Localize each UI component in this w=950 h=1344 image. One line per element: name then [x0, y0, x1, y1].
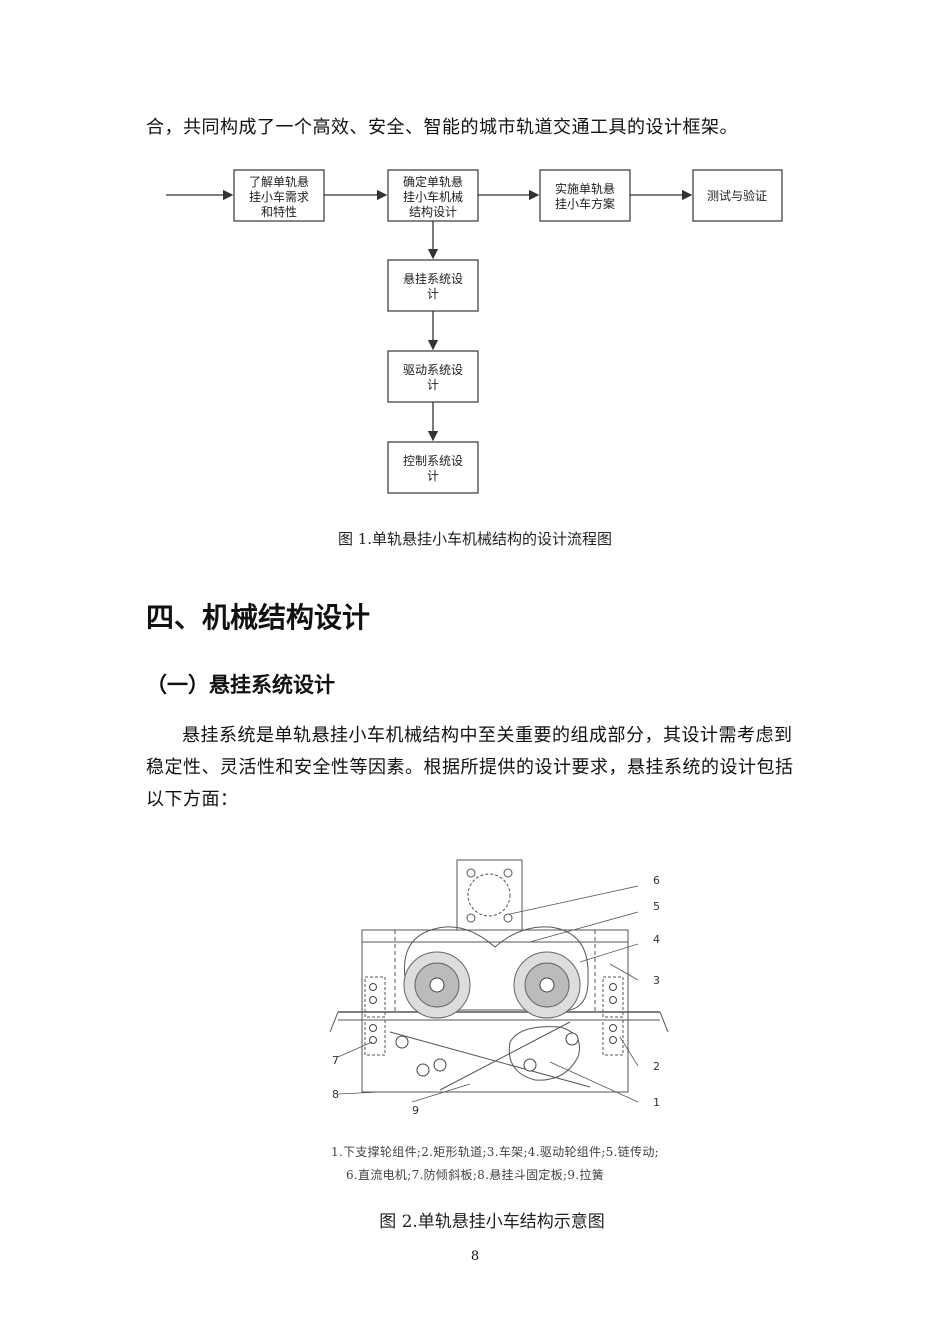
flow-box5-line2: 计 [427, 287, 439, 301]
figure2-legend-line1: 1.下支撑轮组件;2.矩形轨道;3.车架;4.驱动轮组件;5.链传动; [331, 1145, 659, 1159]
lower-support [508, 1026, 580, 1081]
figure2-caption: 图 2.单轨悬挂小车结构示意图 [379, 1212, 605, 1232]
flow-box5-line1: 悬挂系统设 [403, 272, 463, 286]
callout-2: 2 [653, 1060, 660, 1073]
drive-wheel-left [403, 951, 471, 1019]
trolley-structure-drawing: 6 5 4 3 2 1 7 8 9 [329, 859, 669, 1117]
flow-box2-line1: 确定单轨悬 [403, 174, 463, 189]
callout-8: 8 [332, 1088, 339, 1101]
frame [361, 929, 629, 1093]
callout-3: 3 [653, 974, 660, 987]
callout-7: 7 [332, 1054, 339, 1067]
design-flowchart: 了解单轨悬 挂小车需求 和特性 确定单轨悬 挂小车机械 结构设计 实施单轨悬 挂… [166, 169, 783, 494]
flow-box7-line1: 控制系统设 [403, 454, 463, 468]
flow-box6-line2: 计 [427, 378, 439, 392]
callout-9: 9 [412, 1104, 419, 1117]
flow-box2-line2: 挂小车机械 [403, 189, 463, 204]
flow-box-control [387, 441, 479, 494]
figure2-legend-line2: 6.直流电机;7.防倾斜板;8.悬挂斗固定板;9.拉簧 [345, 1168, 605, 1182]
flow-box-understand [233, 169, 325, 222]
flow-box3-line1: 实施单轨悬 [555, 181, 615, 196]
callout-1: 1 [653, 1096, 660, 1109]
callout-4: 4 [653, 933, 660, 946]
flow-box1-line3: 和特性 [261, 204, 297, 219]
motor-circle [467, 873, 511, 917]
flow-box6-line1: 驱动系统设 [403, 363, 463, 377]
flow-box-drive [387, 350, 479, 403]
flow-box4-line1: 测试与验证 [707, 188, 767, 203]
callout-5: 5 [653, 900, 660, 913]
intro-line: 合，共同构成了一个高效、安全、智能的城市轨道交通工具的设计框架。 [146, 117, 738, 138]
flow-box-determine [387, 169, 479, 222]
page-number: 8 [470, 1249, 480, 1264]
subsection-heading: （一）悬挂系统设计 [146, 673, 335, 697]
flow-box1-line2: 挂小车需求 [249, 189, 309, 204]
flow-box-implement [539, 169, 631, 222]
flow-box-test [692, 169, 783, 222]
body-paragraph: 悬挂系统是单轨悬挂小车机械结构中至关重要的组成部分，其设计需考虑到稳定性、灵活性… [146, 725, 794, 810]
drive-wheel-right [513, 951, 581, 1019]
flow-box1-line1: 了解单轨悬 [249, 175, 309, 189]
flow-box2-line3: 结构设计 [409, 204, 457, 219]
motor-housing [456, 859, 523, 931]
callout-6: 6 [653, 874, 660, 887]
flow-box3-line2: 挂小车方案 [555, 196, 615, 211]
figure1-caption: 图 1.单轨悬挂小车机械结构的设计流程图 [337, 530, 613, 548]
flow-box7-line2: 计 [427, 469, 439, 483]
section-heading: 四、机械结构设计 [146, 601, 371, 634]
